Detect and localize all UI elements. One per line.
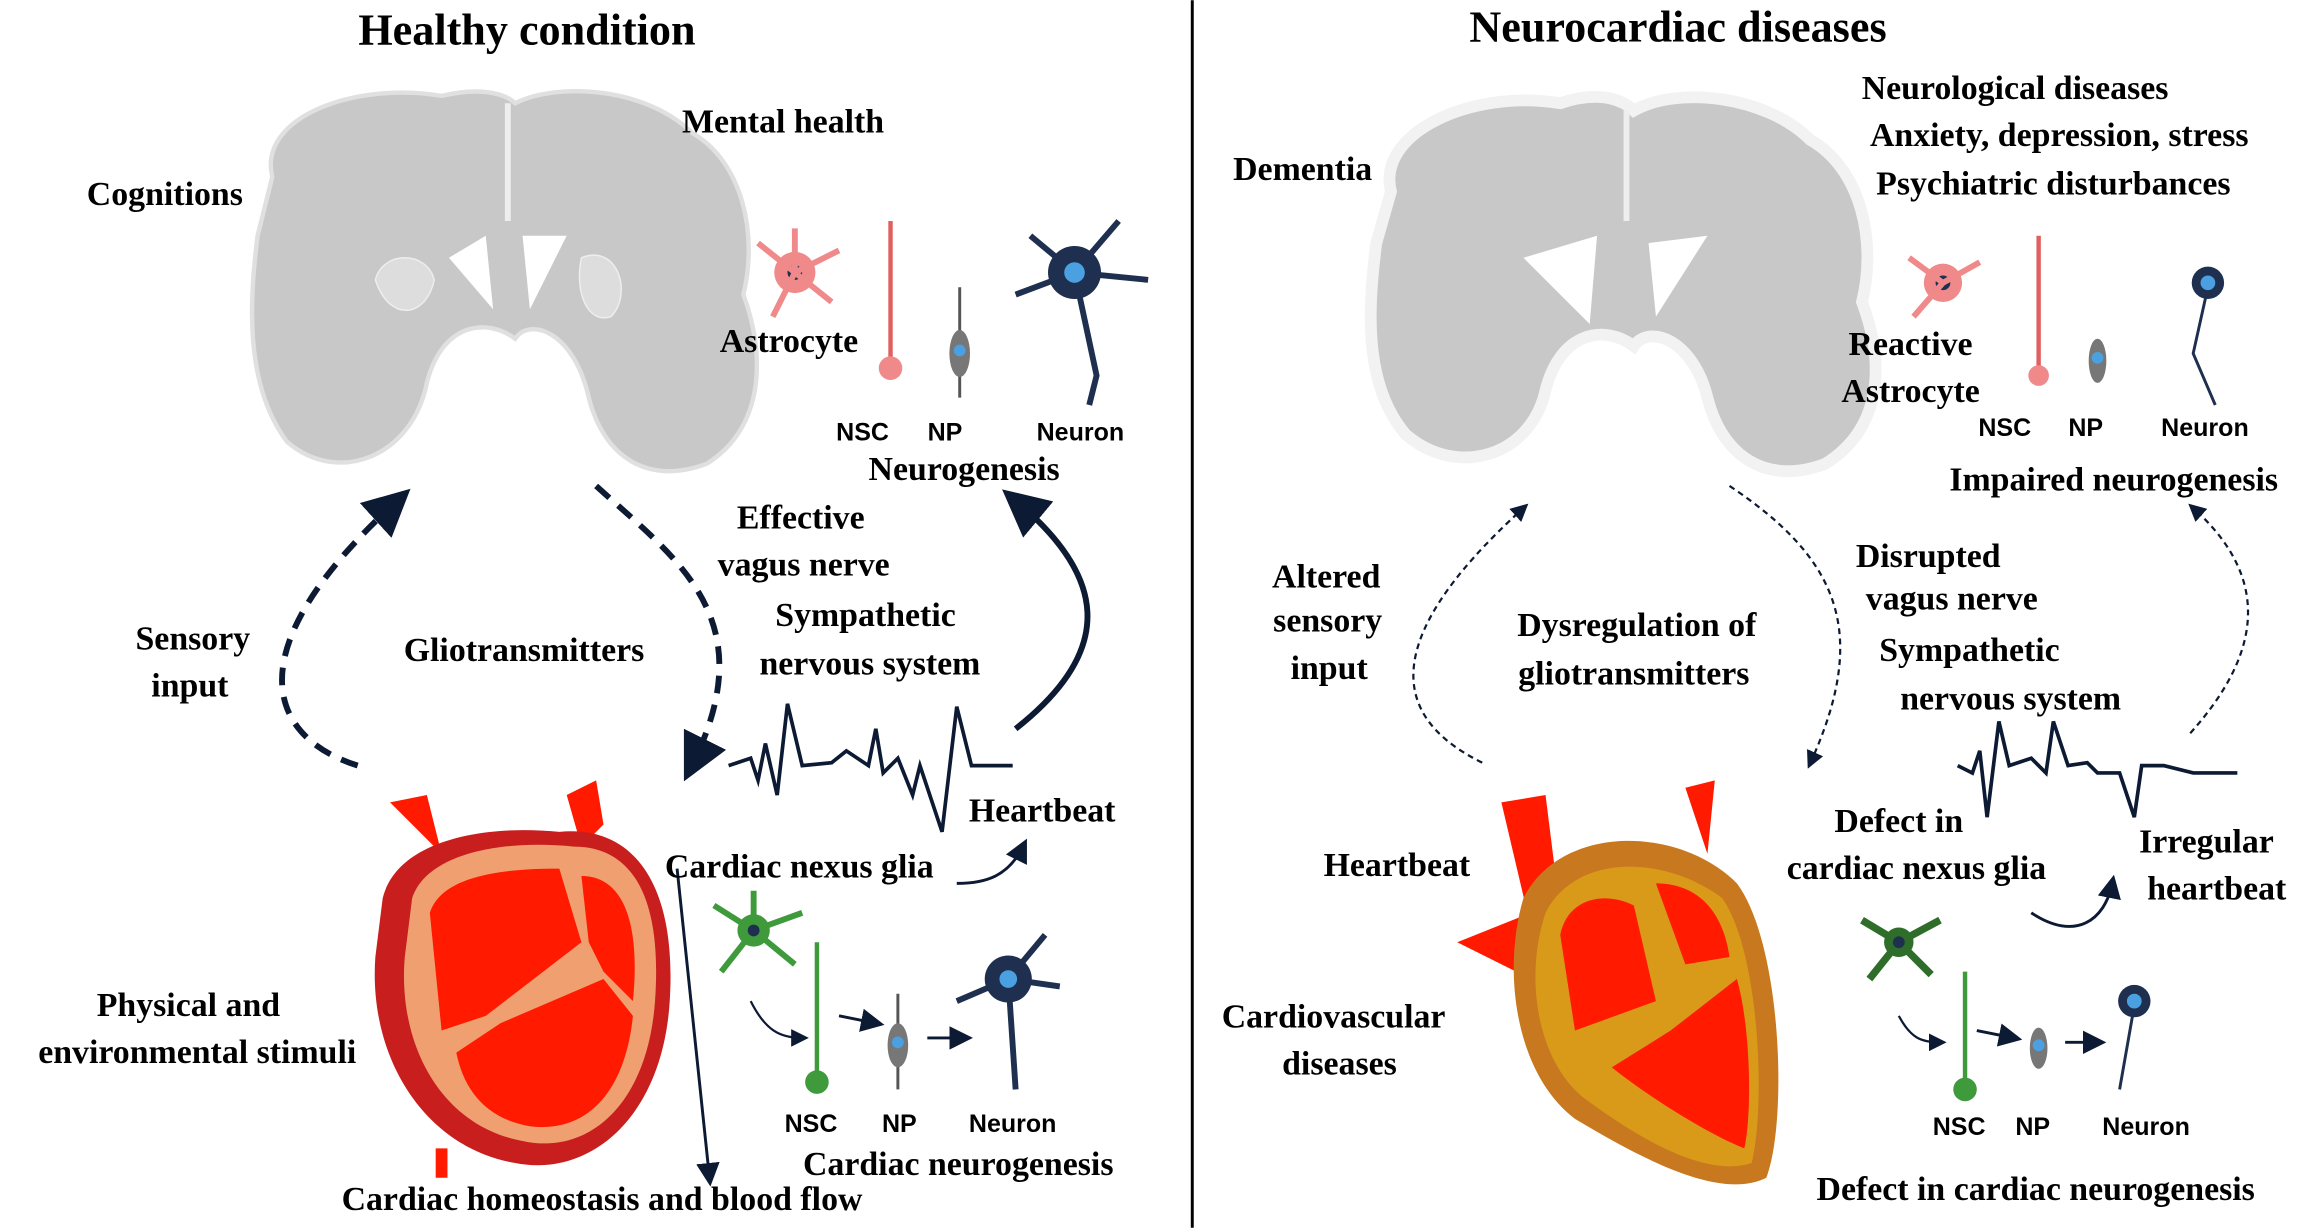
label-astrocyte: Astrocyte (720, 323, 858, 360)
label-stimuli-1: Physical and (97, 987, 281, 1024)
ecg-irregular (1956, 720, 2238, 818)
arrow-dysregulation (1728, 485, 1842, 769)
label-cvd-2: diseases (1282, 1046, 1397, 1083)
label-sensory-1: Sensory (135, 620, 250, 657)
label-impaired: Impaired neurogenesis (1949, 461, 2278, 498)
heart-healthy (374, 780, 671, 1178)
label-defect-glia-1: Defect in (1834, 803, 1963, 840)
label-nexus-glia: Cardiac nexus glia (665, 848, 934, 885)
label-sensory-2: input (151, 667, 229, 704)
cells-brain-healthy (756, 219, 1149, 406)
label-cognitions: Cognitions (87, 176, 243, 213)
label-disrupted-3: Sympathetic (1879, 632, 2060, 669)
label-neuron-cardiac: Neuron (969, 1110, 1057, 1138)
label-heartbeat: Heartbeat (969, 793, 1116, 830)
cells-heart-healthy (712, 890, 1061, 1094)
label-neuron-r2: Neuron (2102, 1113, 2190, 1141)
label-nsc: NSC (836, 418, 889, 446)
label-disrupted-1: Disrupted (1856, 538, 2001, 575)
label-reactive-1: Reactive (1849, 326, 1973, 363)
label-vagus-2: vagus nerve (718, 547, 890, 584)
label-reactive-2: Astrocyte (1841, 373, 1979, 410)
label-dementia: Dementia (1233, 151, 1372, 188)
label-mental-health: Mental health (682, 104, 884, 141)
arrow-to-heartbeat (956, 838, 1027, 885)
label-cvd-1: Cardiovascular (1222, 999, 1446, 1036)
label-neuro-3: Psychiatric disturbances (1876, 165, 2230, 202)
brain-diseased (1364, 91, 1882, 478)
label-stimuli-2: environmental stimuli (38, 1034, 356, 1071)
label-disrupted-4: nervous system (1900, 681, 2121, 718)
label-neurogenesis: Neurogenesis (869, 451, 1060, 488)
label-vagus-3: Sympathetic (775, 597, 956, 634)
label-defect-neurogenesis: Defect in cardiac neurogenesis (1817, 1171, 2255, 1208)
arrow-altered-sensory (1412, 503, 1529, 764)
heart-diseased (1457, 780, 1779, 1185)
label-neuro-1: Neurological diseases (1862, 70, 2169, 107)
label-nsc-cardiac: NSC (785, 1110, 838, 1138)
label-altered-3: input (1291, 650, 1369, 687)
ecg-healthy (728, 703, 1013, 833)
label-irregular-2: heartbeat (2147, 871, 2287, 908)
label-vagus-1: Effective (737, 500, 865, 537)
cells-heart-diseased (1860, 916, 2151, 1102)
arrow-impaired-neurogenesis (2188, 503, 2249, 734)
cells-brain-diseased (1907, 235, 2225, 406)
label-irregular-1: Irregular (2139, 823, 2274, 860)
brain-healthy (249, 89, 760, 474)
label-gliotransmitters: Gliotransmitters (404, 632, 645, 669)
arrow-blood-flow (675, 868, 720, 1187)
label-neuro-2: Anxiety, depression, stress (1870, 117, 2249, 154)
label-disrupted-2: vagus nerve (1866, 581, 2038, 618)
label-nsc-r: NSC (1978, 414, 2031, 442)
arrow-gliotransmitters (594, 483, 727, 782)
label-neuron: Neuron (1037, 418, 1125, 446)
label-dysreg-1: Dysregulation of (1517, 607, 1757, 644)
label-cardiac-neurogenesis: Cardiac neurogenesis (803, 1146, 1114, 1183)
title-healthy: Healthy condition (358, 5, 695, 54)
arrow-irregular-heartbeat (2030, 874, 2121, 928)
title-diseases: Neurocardiac diseases (1469, 2, 1886, 51)
label-heartbeat-r: Heartbeat (1324, 847, 1471, 884)
label-np-r: NP (2068, 414, 2103, 442)
label-np-cardiac: NP (882, 1110, 917, 1138)
label-defect-glia-2: cardiac nexus glia (1787, 850, 2047, 887)
label-dysreg-2: gliotransmitters (1518, 656, 1749, 693)
label-homeostasis: Cardiac homeostasis and blood flow (342, 1181, 863, 1218)
label-altered-1: Altered (1272, 559, 1381, 596)
label-neuron-r: Neuron (2161, 414, 2249, 442)
label-np: NP (928, 418, 963, 446)
arrow-sensory-input (279, 488, 411, 769)
label-vagus-4: nervous system (759, 645, 980, 682)
arrow-to-neurogenesis (1002, 489, 1091, 732)
label-altered-2: sensory (1273, 603, 1382, 640)
label-np-r2: NP (2015, 1113, 2050, 1141)
label-nsc-r2: NSC (1933, 1113, 1986, 1141)
